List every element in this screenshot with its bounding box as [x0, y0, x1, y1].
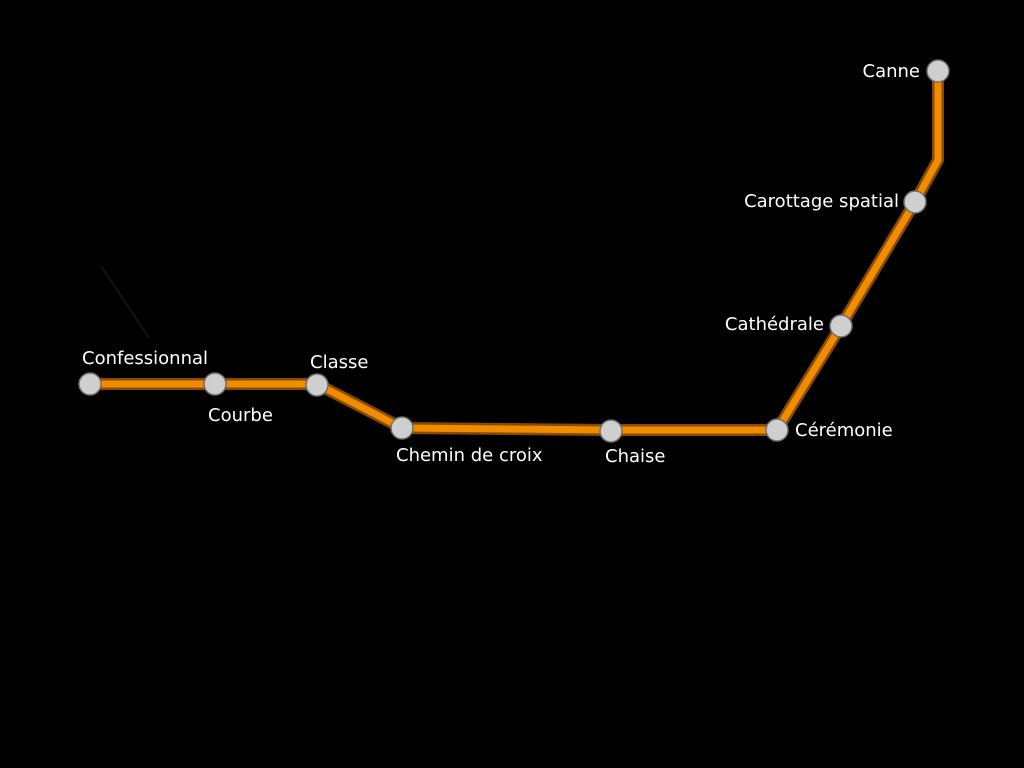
station-marker[interactable] [203, 372, 227, 396]
station-canne[interactable]: Canne [863, 59, 950, 83]
station-marker[interactable] [765, 418, 789, 442]
station-label: Confessionnal [82, 348, 208, 369]
station-marker[interactable] [599, 419, 623, 443]
station-label: Classe [310, 352, 368, 373]
station-ceremonie[interactable]: Cérémonie [765, 418, 893, 442]
spur-stroke [100, 265, 150, 339]
station-chemin-de-croix[interactable]: Chemin de croix [390, 416, 543, 466]
station-label: Courbe [208, 405, 273, 426]
station-carottage-spatial[interactable]: Carottage spatial [744, 190, 927, 214]
station-marker[interactable] [305, 373, 329, 397]
route-line [86, 67, 942, 434]
station-courbe[interactable]: Courbe [203, 372, 273, 426]
station-label: Cathédrale [725, 314, 824, 335]
station-classe[interactable]: Classe [305, 352, 368, 397]
station-chaise[interactable]: Chaise [599, 419, 665, 467]
station-cathedrale[interactable]: Cathédrale [725, 314, 853, 338]
station-marker[interactable] [903, 190, 927, 214]
station-label: Carottage spatial [744, 191, 899, 212]
station-label: Chaise [605, 446, 665, 467]
station-label: Canne [863, 61, 921, 82]
station-marker[interactable] [926, 59, 950, 83]
station-label: Cérémonie [795, 420, 893, 441]
station-marker[interactable] [390, 416, 414, 440]
station-marker[interactable] [78, 372, 102, 396]
station-label: Chemin de croix [396, 445, 543, 466]
station-marker[interactable] [829, 314, 853, 338]
station-confessionnal[interactable]: Confessionnal [78, 348, 208, 396]
